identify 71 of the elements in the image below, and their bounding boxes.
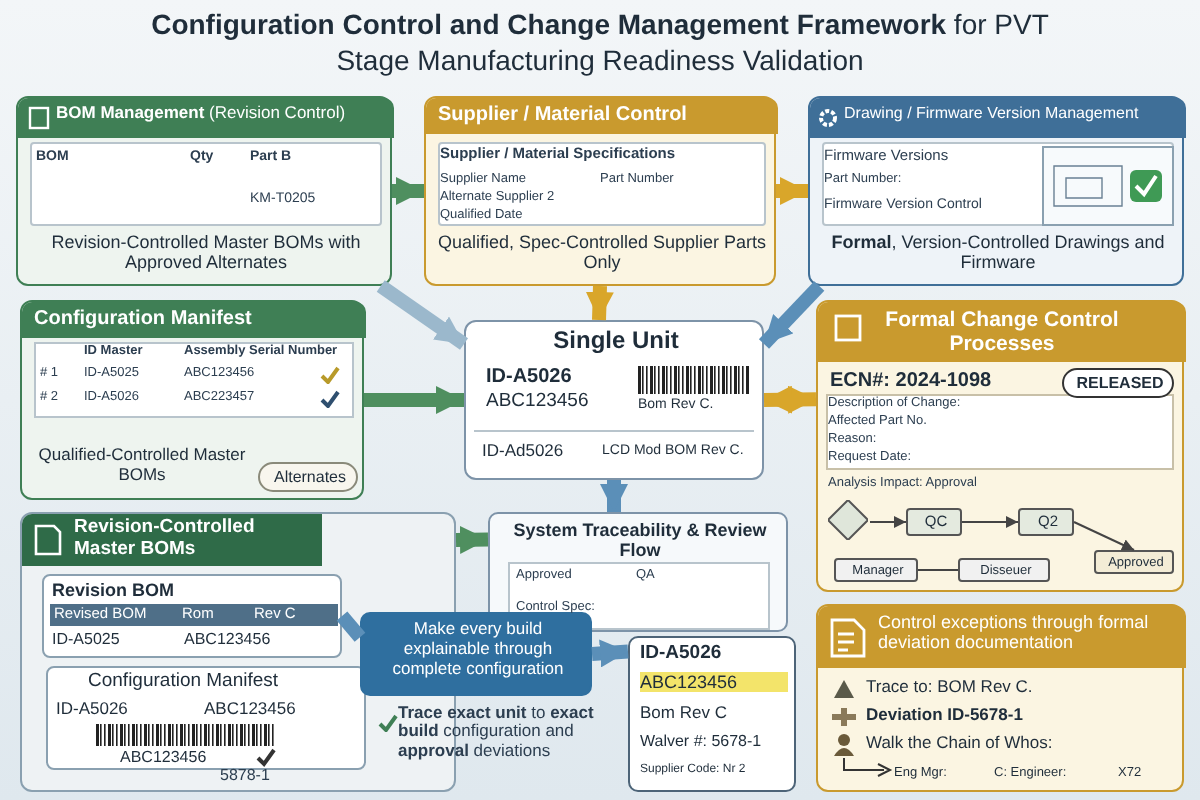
process-box [958,558,1050,582]
panel [20,300,364,500]
arrow [591,639,629,668]
connector-line [917,569,959,571]
status-text: RELEASED [1074,374,1166,393]
process-box [1018,508,1074,536]
panel-caption: Qualified-Controlled Master BOMs [36,446,248,486]
panel-caption: Formal, Version-Controlled Drawings and Firmware [829,232,1167,274]
panel-title: System Traceability & Review Flow [511,520,769,562]
panel [808,96,1184,286]
panel-title: Control exceptions through formal deviation documentation [818,606,1186,668]
arrow [600,480,628,512]
serial-number: ABC123456 [486,392,591,414]
unit-id: ID-Ad5026 [482,442,566,462]
serial-number: ABC123456 [640,672,788,693]
arrow [392,177,424,205]
callout-box [360,612,592,696]
callout-text: Make every build explainable through complete configuration [390,620,566,679]
card [46,666,366,770]
tag-text: Alternates [271,468,349,487]
list-item: Deviation ID-5678-1 [866,706,1025,726]
deviation-number: 5878-1 [220,768,272,786]
serial-number: ABC123456 [120,748,209,767]
table-cell-text: ID-A5025 [52,630,122,649]
serial-number: ABC123456 [204,700,298,720]
arrow [455,525,489,554]
arrow [1073,521,1135,551]
waiver-number: Walver #: 5678-1 [640,732,764,751]
arrow [585,285,614,321]
panel-caption: Revision-Controlled Master BOMs with Approved Alternates [49,232,363,274]
panel [16,96,392,286]
unit-id: ID-A5026 [486,366,574,389]
card-title: Configuration Manifest [88,672,281,694]
connector-line [336,611,366,642]
card [42,574,342,658]
decision-diamond [830,502,870,542]
panel-caption: Qualified, Spec-Controlled Supplier Parts Only [435,232,769,274]
unit-id: ID-A5026 [640,644,724,666]
process-box [1094,550,1174,574]
status-badge [1062,368,1174,398]
ecn-number: ECN#: 2024-1098 [830,370,994,393]
process-box [834,558,918,582]
card [628,636,796,792]
table-cell-text: ABC123456 [184,630,273,649]
process-box [906,508,962,536]
panel [816,300,1184,592]
panel-title: Formal Change Control Processes [818,302,1186,362]
arrow [758,281,825,349]
list-item: Walk the Chain of Whos: [866,734,1055,754]
note-text: Trace exact unit to exact build configuration and approval deviations [398,704,596,761]
double-arrow [763,385,817,414]
card [464,320,764,480]
card-title: Revision BOM [52,580,177,601]
panel-title: Drawing / Firmware Version Management [810,98,1186,138]
arrow [961,516,1019,528]
unit-id: ID-A5026 [56,700,130,720]
card-title: Single Unit [551,328,681,356]
panel [816,604,1184,792]
arrow [364,386,464,414]
panel-title: Revision-Controlled Master BOMs [22,514,322,566]
arrow [776,177,808,205]
panel-title: BOM Management (Revision Control) [18,98,394,138]
arrow [869,516,907,528]
panel-title: Configuration Manifest [22,302,366,337]
list-item: Trace to: BOM Rev C. [866,678,1035,698]
revision-text: Bom Rev C [640,704,729,724]
tag [258,462,358,492]
arrow [376,280,468,350]
diagram-title: Configuration Control and Change Management Framework for PVT Stage Manufacturing Readiness Validation [149,8,1051,78]
panel-title: Supplier / Material Control [426,98,778,133]
panel [424,96,776,286]
